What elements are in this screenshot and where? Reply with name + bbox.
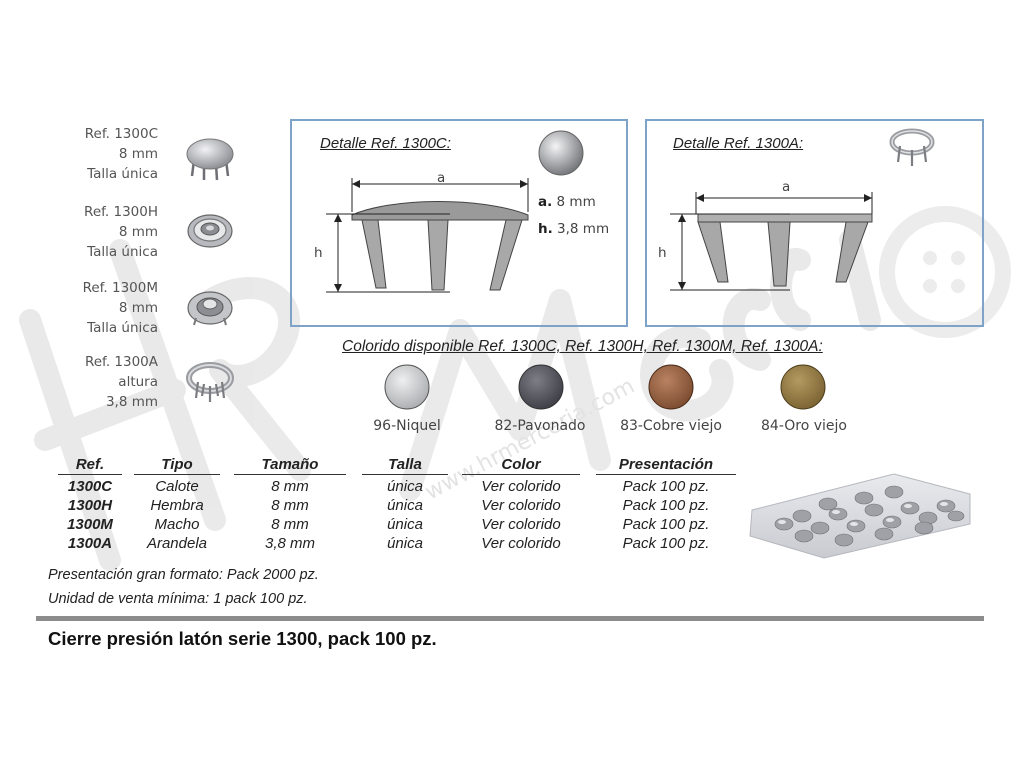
ring-cross-section-diagram (670, 192, 873, 291)
detail-box-1300a (645, 119, 984, 327)
detail-title-1300a: Detalle Ref. 1300A: (673, 135, 804, 152)
colors-title: Colorido disponible Ref. 1300C, Ref. 130… (342, 338, 823, 355)
note-unidad-minima: Unidad de venta mínima: 1 pack 100 pz. (48, 591, 308, 607)
product-ref: Ref. 1300A (84, 354, 158, 370)
product-ref: Ref. 1300M (82, 280, 158, 296)
swatch-cobre-viejo (648, 364, 694, 410)
cell-ref: 1300A (67, 535, 113, 552)
swatch-label-oro-viejo: 84-Oro viejo (761, 418, 847, 434)
cap-cross-section-diagram (326, 178, 529, 293)
cell-talla: única (387, 497, 423, 514)
cell-tipo: Arandela (146, 535, 208, 552)
cap-button-icon (538, 130, 584, 176)
pack-bag-image (749, 473, 971, 559)
table-header-tamano: Tamaño (234, 456, 346, 475)
cell-tamano: 8 mm (271, 516, 309, 533)
cell-color: Ver colorido (481, 497, 561, 514)
cell-color: Ver colorido (481, 535, 561, 552)
dim-h-label: h (658, 245, 667, 261)
spec-a-val: 8 mm (556, 194, 596, 210)
product-size: altura (118, 374, 158, 390)
cell-presentacion: Pack 100 pz. (622, 497, 710, 514)
table-header-color: Color (462, 456, 580, 475)
footer-divider (36, 616, 984, 621)
table-header-ref: Ref. (58, 456, 122, 475)
cell-talla: única (387, 535, 423, 552)
note-gran-formato: Presentación gran formato: Pack 2000 pz. (48, 567, 319, 583)
cell-presentacion: Pack 100 pz. (622, 478, 710, 495)
product-label-1300a: Ref. 1300A altura 3,8 mm (18, 352, 158, 412)
swatch-label-pavonado: 82-Pavonado (494, 418, 586, 434)
product-label-1300c: Ref. 1300C 8 mm Talla única (18, 124, 158, 184)
product-talla: Talla única (87, 320, 158, 336)
detail-title-1300c: Detalle Ref. 1300C: (320, 135, 451, 152)
product-size: 8 mm (118, 300, 158, 316)
swatch-oro-viejo (780, 364, 826, 410)
product-talla: Talla única (87, 244, 158, 260)
cell-tipo: Calote (155, 478, 199, 495)
dim-a-label: a (437, 170, 446, 186)
product-talla: 3,8 mm (105, 394, 158, 410)
cell-tipo: Macho (154, 516, 200, 533)
product-label-1300m: Ref. 1300M 8 mm Talla única (18, 278, 158, 338)
spec-a: a. 8 mm (538, 194, 596, 210)
product-size: 8 mm (118, 146, 158, 162)
table-header-presentacion: Presentación (596, 456, 736, 475)
cell-tamano: 8 mm (271, 497, 309, 514)
female-socket-icon (187, 214, 233, 248)
spec-h-key: h. (538, 221, 553, 237)
cell-tamano: 8 mm (271, 478, 309, 495)
product-ref: Ref. 1300H (84, 204, 158, 220)
page-title: Cierre presión latón serie 1300, pack 10… (48, 628, 437, 649)
dim-h-label: h (314, 245, 323, 261)
cap-button-icon (186, 138, 234, 181)
swatch-pavonado (518, 364, 564, 410)
cell-presentacion: Pack 100 pz. (622, 535, 710, 552)
spec-a-key: a. (538, 194, 553, 210)
table-header-tipo: Tipo (134, 456, 220, 475)
swatch-niquel (384, 364, 430, 410)
product-talla: Talla única (87, 166, 158, 182)
cell-talla: única (387, 478, 423, 495)
cell-tamano: 3,8 mm (264, 535, 315, 552)
cell-ref: 1300M (67, 516, 113, 533)
ring-prong-icon (889, 128, 935, 166)
product-ref: Ref. 1300C (84, 126, 158, 142)
ring-prong-icon (186, 362, 234, 402)
cell-talla: única (387, 516, 423, 533)
spec-h-val: 3,8 mm (557, 221, 610, 237)
cell-tipo: Hembra (150, 497, 204, 514)
table-header-talla: Talla (362, 456, 448, 475)
cell-presentacion: Pack 100 pz. (622, 516, 710, 533)
spec-h: h. 3,8 mm (538, 221, 609, 237)
dim-a-label: a (782, 179, 791, 195)
cell-ref: 1300H (67, 497, 113, 514)
swatch-label-niquel: 96-Niquel (373, 418, 441, 434)
cell-color: Ver colorido (481, 516, 561, 533)
male-stud-icon (187, 291, 233, 326)
swatch-label-cobre-viejo: 83-Cobre viejo (620, 418, 722, 434)
product-label-1300h: Ref. 1300H 8 mm Talla única (18, 202, 158, 262)
product-size: 8 mm (118, 224, 158, 240)
detail-box-1300c (290, 119, 628, 327)
cell-color: Ver colorido (481, 478, 561, 495)
cell-ref: 1300C (67, 478, 113, 495)
